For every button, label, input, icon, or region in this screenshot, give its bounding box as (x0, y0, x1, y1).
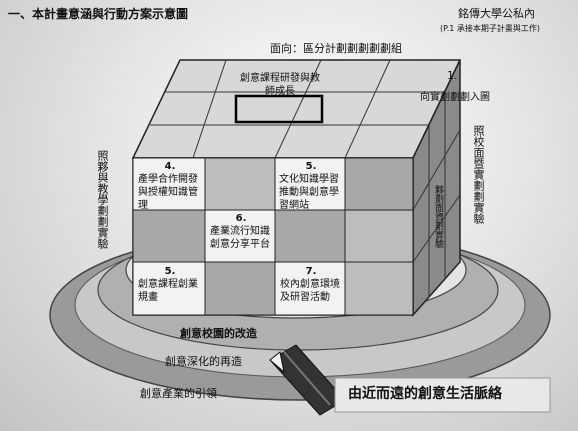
cube-top-label: 面向：區分計劃劃劃劃劃組 (270, 42, 402, 55)
cell-4: 4. 產學合作開發與授權知識管理 (138, 160, 202, 212)
cell-5b-text: 創意課程創業規畫 (138, 279, 198, 303)
cube-top-grid (150, 59, 446, 159)
right-small-label: 向實劃劃劃入圖 (420, 92, 490, 103)
cell-7: 7. 校內創意環境及研習活動 (280, 265, 342, 304)
ring-inner-label: 創意校園的改造 (180, 327, 257, 340)
cell-5a-text: 文化知識學習推動與創意學習網站 (279, 174, 339, 211)
cell-6-text: 產業流行知識創意分享平台 (210, 226, 270, 250)
ring-outer-label: 創意產業的引領 (140, 387, 217, 400)
cell-6: 6. 產業流行知識創意分享平台 (210, 212, 272, 251)
cell-5a-number: 5. (305, 161, 317, 172)
cube-top-highlight (234, 94, 324, 124)
right-outer-label: 照校面暨實劃劃實驗 (472, 125, 485, 224)
caption-box (334, 377, 551, 413)
cell-7-text: 校內創意環境及研習活動 (280, 279, 340, 303)
logo-name: 銘傳大學公私內 (458, 7, 535, 20)
cell-6-number: 6. (235, 213, 247, 224)
ring-middle-label: 創意深化的再造 (165, 355, 242, 368)
logo-subtitle: (P.1 承接本期子計畫與工作) (440, 24, 540, 33)
pencil-icon (269, 344, 346, 416)
cell-top-text: 創意課程研發與教師成長 (240, 73, 320, 97)
cell-5a: 5. 文化知識學習推動與創意學習網站 (279, 160, 343, 212)
right-inner-label: 夥劃面資劃實驗 (433, 185, 443, 248)
cell-4-number: 4. (164, 161, 176, 172)
cell-7-number: 7. (305, 266, 317, 277)
cube-right-grid (412, 92, 461, 296)
left-outer-label: 照夥與教學劃劃實驗 (96, 150, 109, 249)
bottom-caption: 由近而遠的創意生活脈絡 (348, 386, 502, 402)
page-title: 一、本計畫意涵與行動方案示意圖 (8, 7, 189, 21)
cell-5b: 5. 創意課程創業規畫 (138, 265, 202, 304)
cell-4-text: 產學合作開發與授權知識管理 (138, 174, 198, 211)
cell-5b-number: 5. (164, 266, 176, 277)
cube-front-cells (132, 157, 414, 316)
number-1-label: 1. (447, 69, 458, 82)
